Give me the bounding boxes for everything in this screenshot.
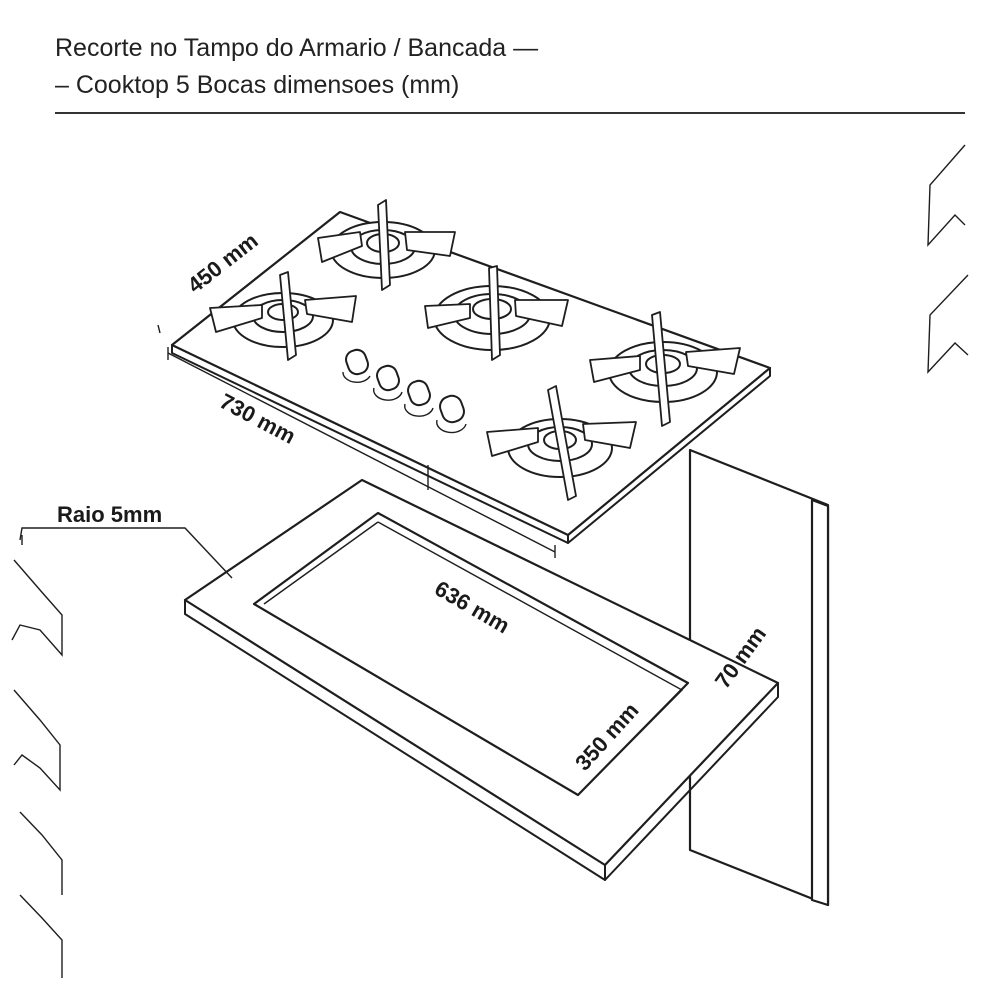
knob-4 bbox=[436, 394, 467, 434]
label-corner-radius: Raio 5mm bbox=[57, 502, 162, 527]
dimension-lines bbox=[19, 324, 556, 579]
burner-front-left bbox=[209, 271, 357, 361]
control-knobs bbox=[342, 348, 467, 434]
knob-1 bbox=[342, 348, 371, 383]
burner-front bbox=[486, 385, 637, 501]
header-divider bbox=[55, 112, 965, 114]
burner-right bbox=[589, 311, 741, 427]
page-header: Recorte no Tampo do Armario / Bancada — … bbox=[55, 30, 965, 104]
knob-2 bbox=[373, 364, 403, 401]
page-title-line-2: – Cooktop 5 Bocas dimensoes (mm) bbox=[55, 71, 460, 99]
hatch-marks-right bbox=[927, 144, 969, 374]
burner-back-left bbox=[317, 199, 456, 291]
knob-3 bbox=[404, 379, 434, 417]
hatch-marks-left bbox=[11, 535, 63, 978]
page-title-line-1: Recorte no Tampo do Armario / Bancada — bbox=[55, 34, 539, 62]
countertop bbox=[183, 478, 780, 881]
cooktop bbox=[170, 199, 772, 544]
burner-center bbox=[424, 265, 569, 361]
